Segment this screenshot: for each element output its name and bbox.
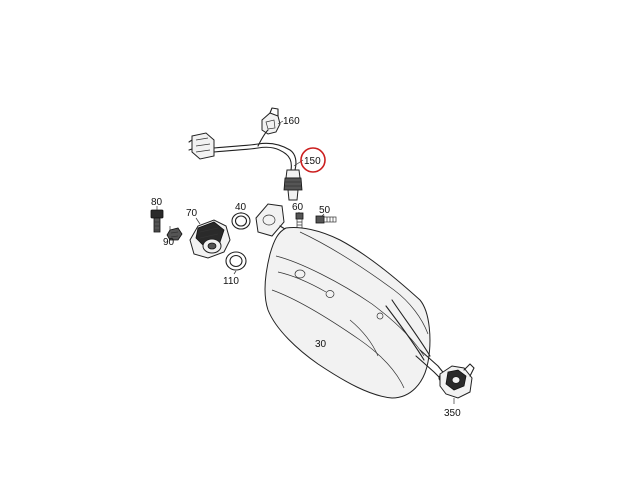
- callout-150[interactable]: 150: [304, 156, 321, 167]
- part-30-muffler[interactable]: [255, 203, 450, 399]
- part-50-bolt[interactable]: [315, 215, 337, 224]
- callout-70[interactable]: 70: [186, 208, 198, 219]
- part-150-oxygen-sensor[interactable]: [188, 129, 303, 201]
- part-110-gasket[interactable]: [225, 251, 247, 271]
- callout-90[interactable]: 90: [163, 237, 175, 248]
- part-70-actuator[interactable]: [189, 219, 231, 259]
- callout-150-highlight-ring: [300, 147, 326, 173]
- callout-160[interactable]: 160: [283, 116, 300, 127]
- callout-labels: 160 150 80 70 40 60 50 90 110 30 350: [151, 116, 461, 419]
- callout-30[interactable]: 30: [315, 339, 327, 350]
- callout-80[interactable]: 80: [151, 197, 163, 208]
- callout-50[interactable]: 50: [319, 205, 331, 216]
- part-350-hanger[interactable]: [439, 363, 475, 399]
- part-160-clip[interactable]: [261, 107, 281, 135]
- part-60-stud[interactable]: [295, 212, 304, 232]
- callout-60[interactable]: 60: [292, 202, 304, 213]
- part-80-bolt[interactable]: [150, 209, 164, 233]
- callout-110[interactable]: 110: [223, 276, 239, 287]
- part-90-nut[interactable]: [166, 227, 183, 241]
- part-40-gasket[interactable]: [231, 212, 251, 230]
- callout-40[interactable]: 40: [235, 202, 247, 213]
- callout-350[interactable]: 350: [444, 408, 461, 419]
